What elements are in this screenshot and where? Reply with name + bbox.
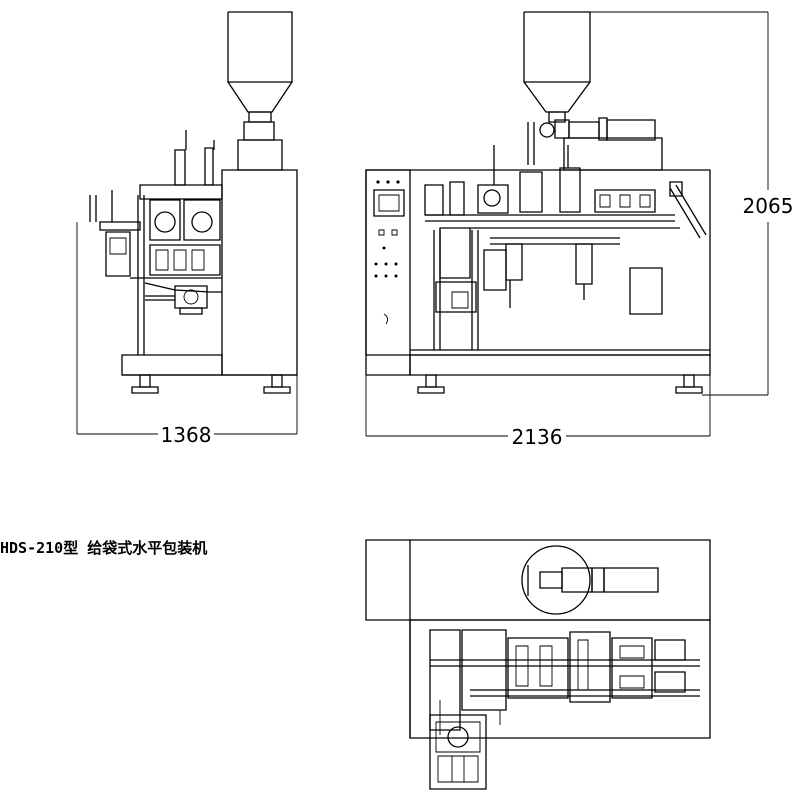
dimension-side-width: 1368 [77,222,297,447]
side-hopper [228,12,292,170]
front-hopper [524,12,662,170]
side-view: 1368 [77,12,297,447]
top-hopper-plan [522,546,658,614]
dimension-label-side-width: 1368 [161,423,212,447]
side-feet [132,375,290,393]
side-mechanism [90,130,222,314]
dimension-label-height: 2065 [743,194,794,218]
front-body [366,170,710,355]
front-feet [418,375,702,393]
front-frame [410,230,710,375]
dimension-height: 2065 [590,12,793,395]
control-panel [366,170,410,375]
top-view [366,540,710,789]
top-motor [430,715,486,789]
front-mechanism [425,145,706,308]
side-base [122,355,222,375]
drawing-title: HDS-210型 给袋式水平包装机 [0,539,207,557]
front-view: 2136 2065 [366,12,793,449]
side-cabinet [222,170,297,375]
top-mechanism [430,630,700,735]
dimension-front-width: 2136 [366,375,710,449]
dimension-label-front-width: 2136 [512,425,563,449]
